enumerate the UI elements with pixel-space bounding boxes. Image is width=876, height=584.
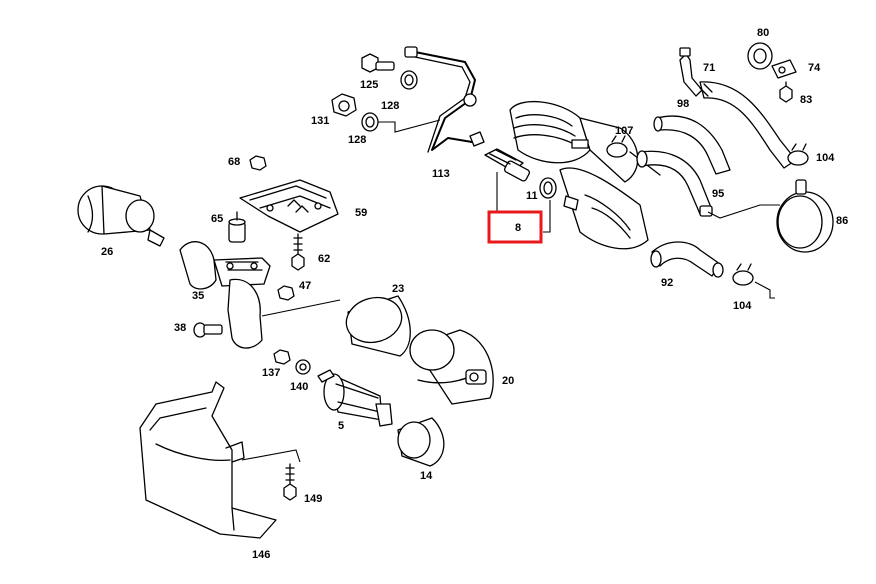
part-20-fuel-filter [409, 329, 494, 405]
part-80-grommet [747, 42, 773, 70]
part-83-screw [779, 81, 793, 103]
callout-59: 59 [355, 207, 367, 219]
callout-131: 131 [311, 115, 329, 127]
callout-80: 80 [757, 27, 769, 39]
part-98-hose [653, 115, 731, 175]
callout-137: 137 [262, 367, 280, 379]
part-92-hose [650, 241, 724, 278]
callout-104-upper: 104 [816, 152, 835, 164]
callout-68: 68 [228, 156, 240, 168]
callout-128-lower: 128 [348, 134, 366, 146]
part-38-bolt [193, 322, 223, 338]
callout-146: 146 [252, 549, 270, 561]
part-146-guard [139, 381, 277, 539]
part-11-seal-ring [539, 177, 557, 199]
callout-140: 140 [290, 381, 308, 393]
callout-14: 14 [420, 470, 433, 482]
callout-65: 65 [211, 213, 223, 225]
part-14-sleeve [397, 417, 445, 467]
callout-83: 83 [800, 94, 812, 106]
part-74-bracket [771, 59, 797, 79]
part-59-heat-shield [239, 179, 339, 233]
part-68-nut [249, 155, 267, 171]
part-137-nut [273, 349, 291, 365]
part-47-nut [277, 285, 295, 301]
part-113-fuel-line [404, 46, 485, 153]
callout-38: 38 [174, 322, 186, 334]
callout-11: 11 [526, 190, 538, 202]
part-128-washer-lower [361, 112, 379, 132]
callout-92: 92 [661, 277, 673, 289]
callout-107: 107 [615, 125, 633, 137]
part-return-hose [699, 81, 797, 169]
callout-149: 149 [304, 493, 322, 505]
part-62-screw [291, 233, 305, 271]
part-8-check-valve [484, 148, 531, 182]
part-131-nut [331, 93, 357, 117]
callout-98: 98 [677, 98, 689, 110]
highlight-box[interactable] [487, 210, 543, 244]
callout-20: 20 [502, 375, 514, 387]
part-26-filter-housing [77, 185, 165, 247]
part-accumulator [509, 100, 661, 250]
callout-26: 26 [101, 246, 113, 258]
part-5-fuel-pump [317, 369, 393, 427]
callout-104-lower: 104 [733, 300, 752, 312]
callout-62: 62 [318, 253, 330, 265]
callout-35: 35 [192, 290, 204, 302]
part-140-lock-washer [295, 359, 311, 375]
part-95-hose [636, 150, 713, 217]
callout-47: 47 [299, 280, 311, 292]
callout-95: 95 [712, 188, 724, 200]
part-125-banjo-bolt [361, 53, 395, 73]
callout-5: 5 [338, 420, 344, 432]
callout-74: 74 [808, 62, 821, 74]
part-104-clamp-upper [787, 143, 809, 166]
part-65-rubber-mount [228, 211, 246, 243]
part-107-hose-clamp [606, 135, 628, 158]
part-71-elbow-fitting [679, 47, 703, 97]
callout-23: 23 [392, 283, 404, 295]
callout-128-top: 128 [381, 100, 399, 112]
part-128-washer-top [400, 70, 418, 90]
callout-86: 86 [836, 215, 848, 227]
part-23-filter-sleeve [345, 295, 411, 357]
callout-8[interactable]: 8 [515, 222, 521, 234]
callout-71: 71 [703, 62, 715, 74]
part-104-clamp-lower [732, 263, 754, 286]
callout-113: 113 [432, 168, 450, 180]
part-86-damper [776, 179, 834, 253]
callout-125: 125 [360, 79, 378, 91]
part-35-pump-bracket [179, 241, 271, 349]
part-149-screw [283, 463, 297, 501]
